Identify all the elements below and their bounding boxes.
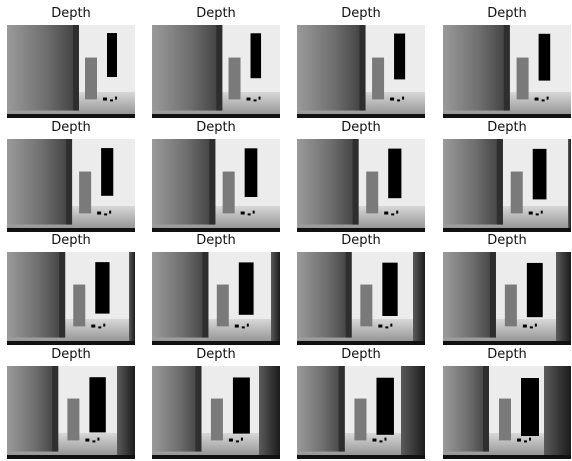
depth-image [297, 139, 425, 232]
depth-image [152, 25, 280, 118]
panel-title: Depth [487, 347, 527, 362]
depth-image [7, 366, 135, 459]
panel-title: Depth [341, 233, 381, 248]
panel-title: Depth [341, 6, 381, 21]
depth-image [152, 366, 280, 459]
panel-title: Depth [51, 120, 91, 135]
depth-image [7, 252, 135, 345]
panel-title: Depth [196, 347, 236, 362]
panel-title: Depth [196, 233, 236, 248]
panel-title: Depth [341, 120, 381, 135]
depth-image [7, 25, 135, 118]
panel-title: Depth [487, 233, 527, 248]
panel-title: Depth [487, 120, 527, 135]
depth-image [7, 139, 135, 232]
depth-image [297, 366, 425, 459]
panel-title: Depth [196, 120, 236, 135]
depth-image [152, 139, 280, 232]
panel-title: Depth [341, 347, 381, 362]
depth-image [297, 25, 425, 118]
depth-image [152, 252, 280, 345]
panel-title: Depth [51, 347, 91, 362]
panel-title: Depth [196, 6, 236, 21]
panel-title: Depth [51, 233, 91, 248]
depth-image [297, 252, 425, 345]
panel-title: Depth [51, 6, 91, 21]
depth-image [443, 25, 571, 118]
depth-image [443, 366, 571, 459]
depth-image [443, 139, 571, 232]
depth-image [443, 252, 571, 345]
panel-title: Depth [487, 6, 527, 21]
